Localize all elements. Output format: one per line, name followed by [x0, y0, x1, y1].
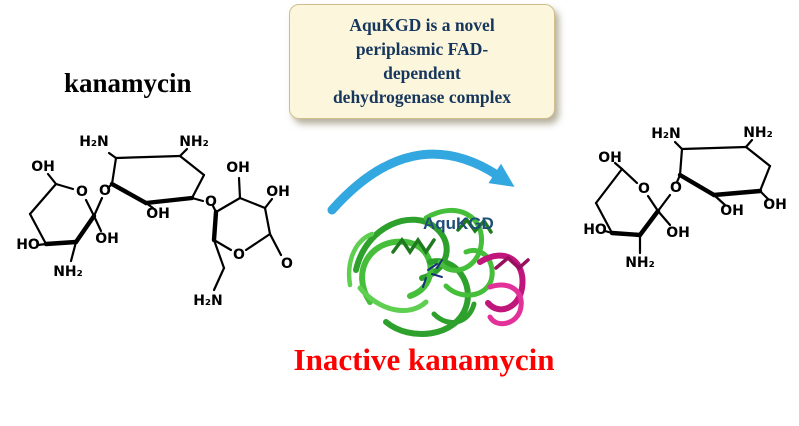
atom-label: OH	[720, 203, 744, 219]
atom-label: O	[638, 181, 650, 197]
atom-label: OH	[226, 160, 250, 176]
atom-label: O	[670, 180, 682, 196]
atom-label: NH₂	[743, 125, 773, 141]
atom-label: O	[281, 256, 293, 272]
atom-label: OH	[95, 231, 119, 247]
atom-labels: H₂N NH₂ OH O O OH O OH OH HO OH NH₂ O H₂…	[16, 134, 293, 309]
atom-label: O	[99, 183, 111, 199]
atom-label: H₂N	[79, 134, 109, 150]
atom-labels: OH H₂N NH₂ O O OH OH HO OH NH₂	[583, 125, 787, 271]
atom-label: OH	[266, 184, 290, 200]
atom-label: O	[76, 184, 88, 200]
callout-box: AquKGD is a novel periplasmic FAD- depen…	[289, 4, 555, 119]
fad-ligand	[422, 259, 443, 288]
caption-inactive-kanamycin: Inactive kanamycin	[293, 342, 555, 377]
callout-line: dependent	[383, 63, 461, 83]
atom-label: OH	[598, 150, 622, 166]
product-structure-right: OH H₂N NH₂ O O OH OH HO OH NH₂	[583, 125, 787, 271]
protein-structure-image	[346, 207, 530, 337]
atom-label: HO	[583, 222, 607, 238]
atom-label: NH₂	[53, 264, 83, 280]
green-ribbons	[346, 207, 495, 337]
kanamycin-structure-left: H₂N NH₂ OH O O OH O OH OH HO OH NH₂ O H₂…	[16, 134, 293, 309]
atom-label: OH	[763, 197, 787, 213]
atom-label: OH	[146, 206, 170, 222]
bonds	[28, 147, 283, 292]
atom-label: O	[233, 247, 245, 263]
callout-line: AquKGD is a novel	[349, 15, 495, 35]
protein-label: AquKGD	[423, 214, 494, 233]
atom-label: HO	[16, 237, 40, 253]
atom-label: OH	[666, 225, 690, 241]
callout-line: dehydrogenase complex	[332, 87, 512, 107]
callout-line: periplasmic FAD-	[355, 39, 489, 59]
atom-label: H₂N	[651, 126, 681, 142]
atom-label: OH	[31, 159, 55, 175]
atom-label: NH₂	[625, 255, 655, 271]
curved-reaction-arrow-icon	[327, 149, 515, 215]
atom-label: NH₂	[179, 134, 209, 150]
kanamycin-title: kanamycin	[64, 68, 192, 98]
magenta-ribbons	[477, 252, 530, 327]
bonds	[594, 138, 772, 255]
atom-label: H₂N	[193, 293, 223, 309]
atom-label: O	[205, 194, 217, 210]
